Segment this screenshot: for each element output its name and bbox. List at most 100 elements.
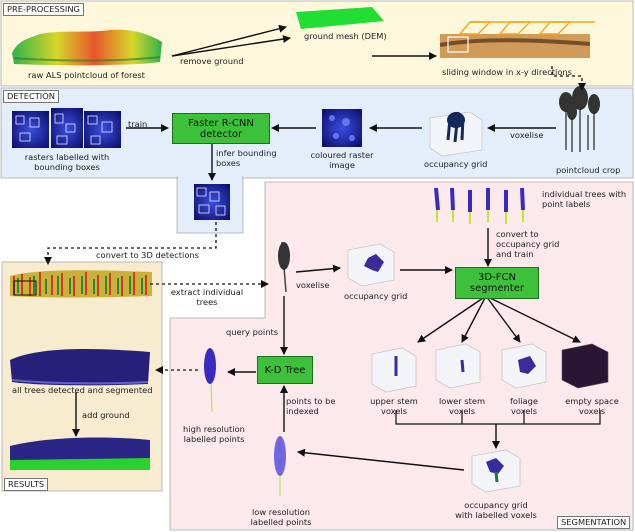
label-high-res-1: high resolution [183,424,245,434]
label-sliding-window: sliding window in x-y directions [442,67,572,77]
label-points-indexed: points to be indexed [286,396,335,416]
label-upper-stem: upper stem voxels [364,396,424,416]
label-voxelise-seg: voxelise [296,280,330,290]
high-res-tree-image [204,347,216,413]
arrow-fcn-foliage [485,295,521,343]
extracted-tree-image [278,241,290,293]
label-occupancy-grid-seg: occupancy grid [344,291,408,301]
labelled-tree-samples-image [434,187,525,224]
occupancy-grid-det-image [429,111,483,157]
label-infer-bboxes: infer bounding boxes [216,148,277,168]
label-foliage-1: foliage [509,396,539,406]
fcn-line1: 3D-FCN [478,272,516,283]
merge-line [395,410,601,425]
section-label-preprocessing: PRE-PROCESSING [3,3,84,16]
label-extract-trees-1: extract individual [170,287,244,297]
label-infer-bboxes-1: infer bounding [216,148,277,158]
faster-rcnn-line2: detector [199,128,243,140]
lower-stem-voxels-image [435,343,481,389]
label-pointcloud-crop: pointcloud crop [556,165,621,175]
label-low-res-1: low resolution [252,507,310,517]
ground-mesh-image [296,7,384,29]
label-convert-grid-train-1: convert to [496,229,539,239]
inferred-bbox-raster-image [194,184,230,220]
label-lower-stem-1: lower stem [438,396,486,406]
kdtree-label: K-D Tree [264,364,306,376]
occupancy-grid-labelled-image [471,449,521,493]
label-points-indexed-2: indexed [286,406,319,416]
label-empty-space-1: empty space [565,396,619,406]
label-empty-space-2: voxels [578,406,606,416]
label-occ-labelled-2: with labelled voxels [455,510,537,520]
label-low-res: low resolution labelled points [240,507,322,527]
label-occupancy-grid-det: occupancy grid [424,159,488,169]
label-lower-stem-2: voxels [448,406,476,416]
dashed-convert-3d [44,222,217,265]
label-add-ground: add ground [82,410,130,420]
label-lower-stem: lower stem voxels [432,396,492,416]
kdtree-box: K-D Tree [257,356,313,384]
upper-stem-voxels-image [371,347,417,393]
low-res-tree-image [274,436,286,496]
arrow-occ-to-lowres [297,448,465,471]
section-label-results: RESULTS [4,478,49,491]
label-query-points: query points [226,327,279,337]
label-extract-trees: extract individual trees [164,287,250,307]
label-convert-3d: convert to 3D detections [96,250,199,260]
label-ground-mesh: ground mesh (DEM) [304,31,387,41]
arrow-to-ground-mesh [171,24,287,57]
occupancy-grid-seg-image [347,243,395,287]
selected-tree-highlight [13,280,37,296]
label-convert-grid-train: convert to occupancy grid and train [496,229,559,259]
label-occ-labelled: occupancy grid with labelled voxels [444,500,548,520]
fcn-line2: segmenter [469,283,525,294]
label-extract-trees-2: trees [196,297,218,307]
label-rasters-labelled-2: bounding boxes [34,162,100,172]
label-convert-grid-train-3: and train [496,249,534,259]
coloured-raster-image [322,109,362,147]
label-all-trees: all trees detected and segmented [12,385,153,395]
sliding-window-image [440,34,590,58]
label-coloured-raster-2: image [329,160,355,170]
arrow-fcn-lower [461,295,487,343]
label-high-res: high resolution labelled points [174,424,254,444]
label-foliage: foliage voxels [496,396,552,416]
label-low-res-2: labelled points [250,517,312,527]
label-individual-trees-1: individual trees with [542,189,627,199]
fcn-box: 3D-FCN segmenter [455,267,539,299]
label-remove-ground: remove ground [180,56,244,66]
arrow-fcn-upper [417,295,487,343]
label-rasters-labelled: rasters labelled with bounding boxes [14,152,120,172]
label-rasters-labelled-1: rasters labelled with [24,152,110,162]
raster-thumbnail-3 [84,111,121,148]
label-points-indexed-1: points to be [286,396,336,406]
raster-thumbnail-1 [12,111,49,148]
label-coloured-raster-1: coloured raster [310,150,374,160]
label-convert-grid-train-2: occupancy grid [496,239,560,249]
empty-space-voxels-image [561,343,609,389]
pointcloud-crop-image [559,86,600,152]
label-coloured-raster: coloured raster image [306,150,378,170]
section-label-detection: DETECTION [3,90,59,103]
label-foliage-2: voxels [510,406,538,416]
label-empty-space: empty space voxels [560,396,624,416]
arrow-voxelise-seg [295,264,341,273]
arrow-fcn-empty [485,295,581,343]
label-infer-bboxes-2: boxes [216,158,241,168]
segmented-forest-image [10,349,150,386]
label-individual-trees-2: point labels [542,199,591,209]
label-individual-trees: individual trees with point labels [542,189,626,209]
faster-rcnn-box: Faster R-CNN detector [172,113,270,144]
label-raw-als: raw ALS pointcloud of forest [28,70,145,80]
raw-als-pointcloud-image [12,29,162,66]
dashed-sliding-to-crop [551,66,586,91]
label-train: train [128,119,148,129]
foliage-voxels-image [501,343,547,389]
arrow-remove-ground [171,35,291,57]
label-upper-stem-1: upper stem [370,396,418,406]
label-voxelise-det: voxelise [510,130,544,140]
label-upper-stem-2: voxels [380,406,408,416]
faster-rcnn-line1: Faster R-CNN [188,117,254,129]
label-occ-labelled-1: occupancy grid [464,500,528,510]
